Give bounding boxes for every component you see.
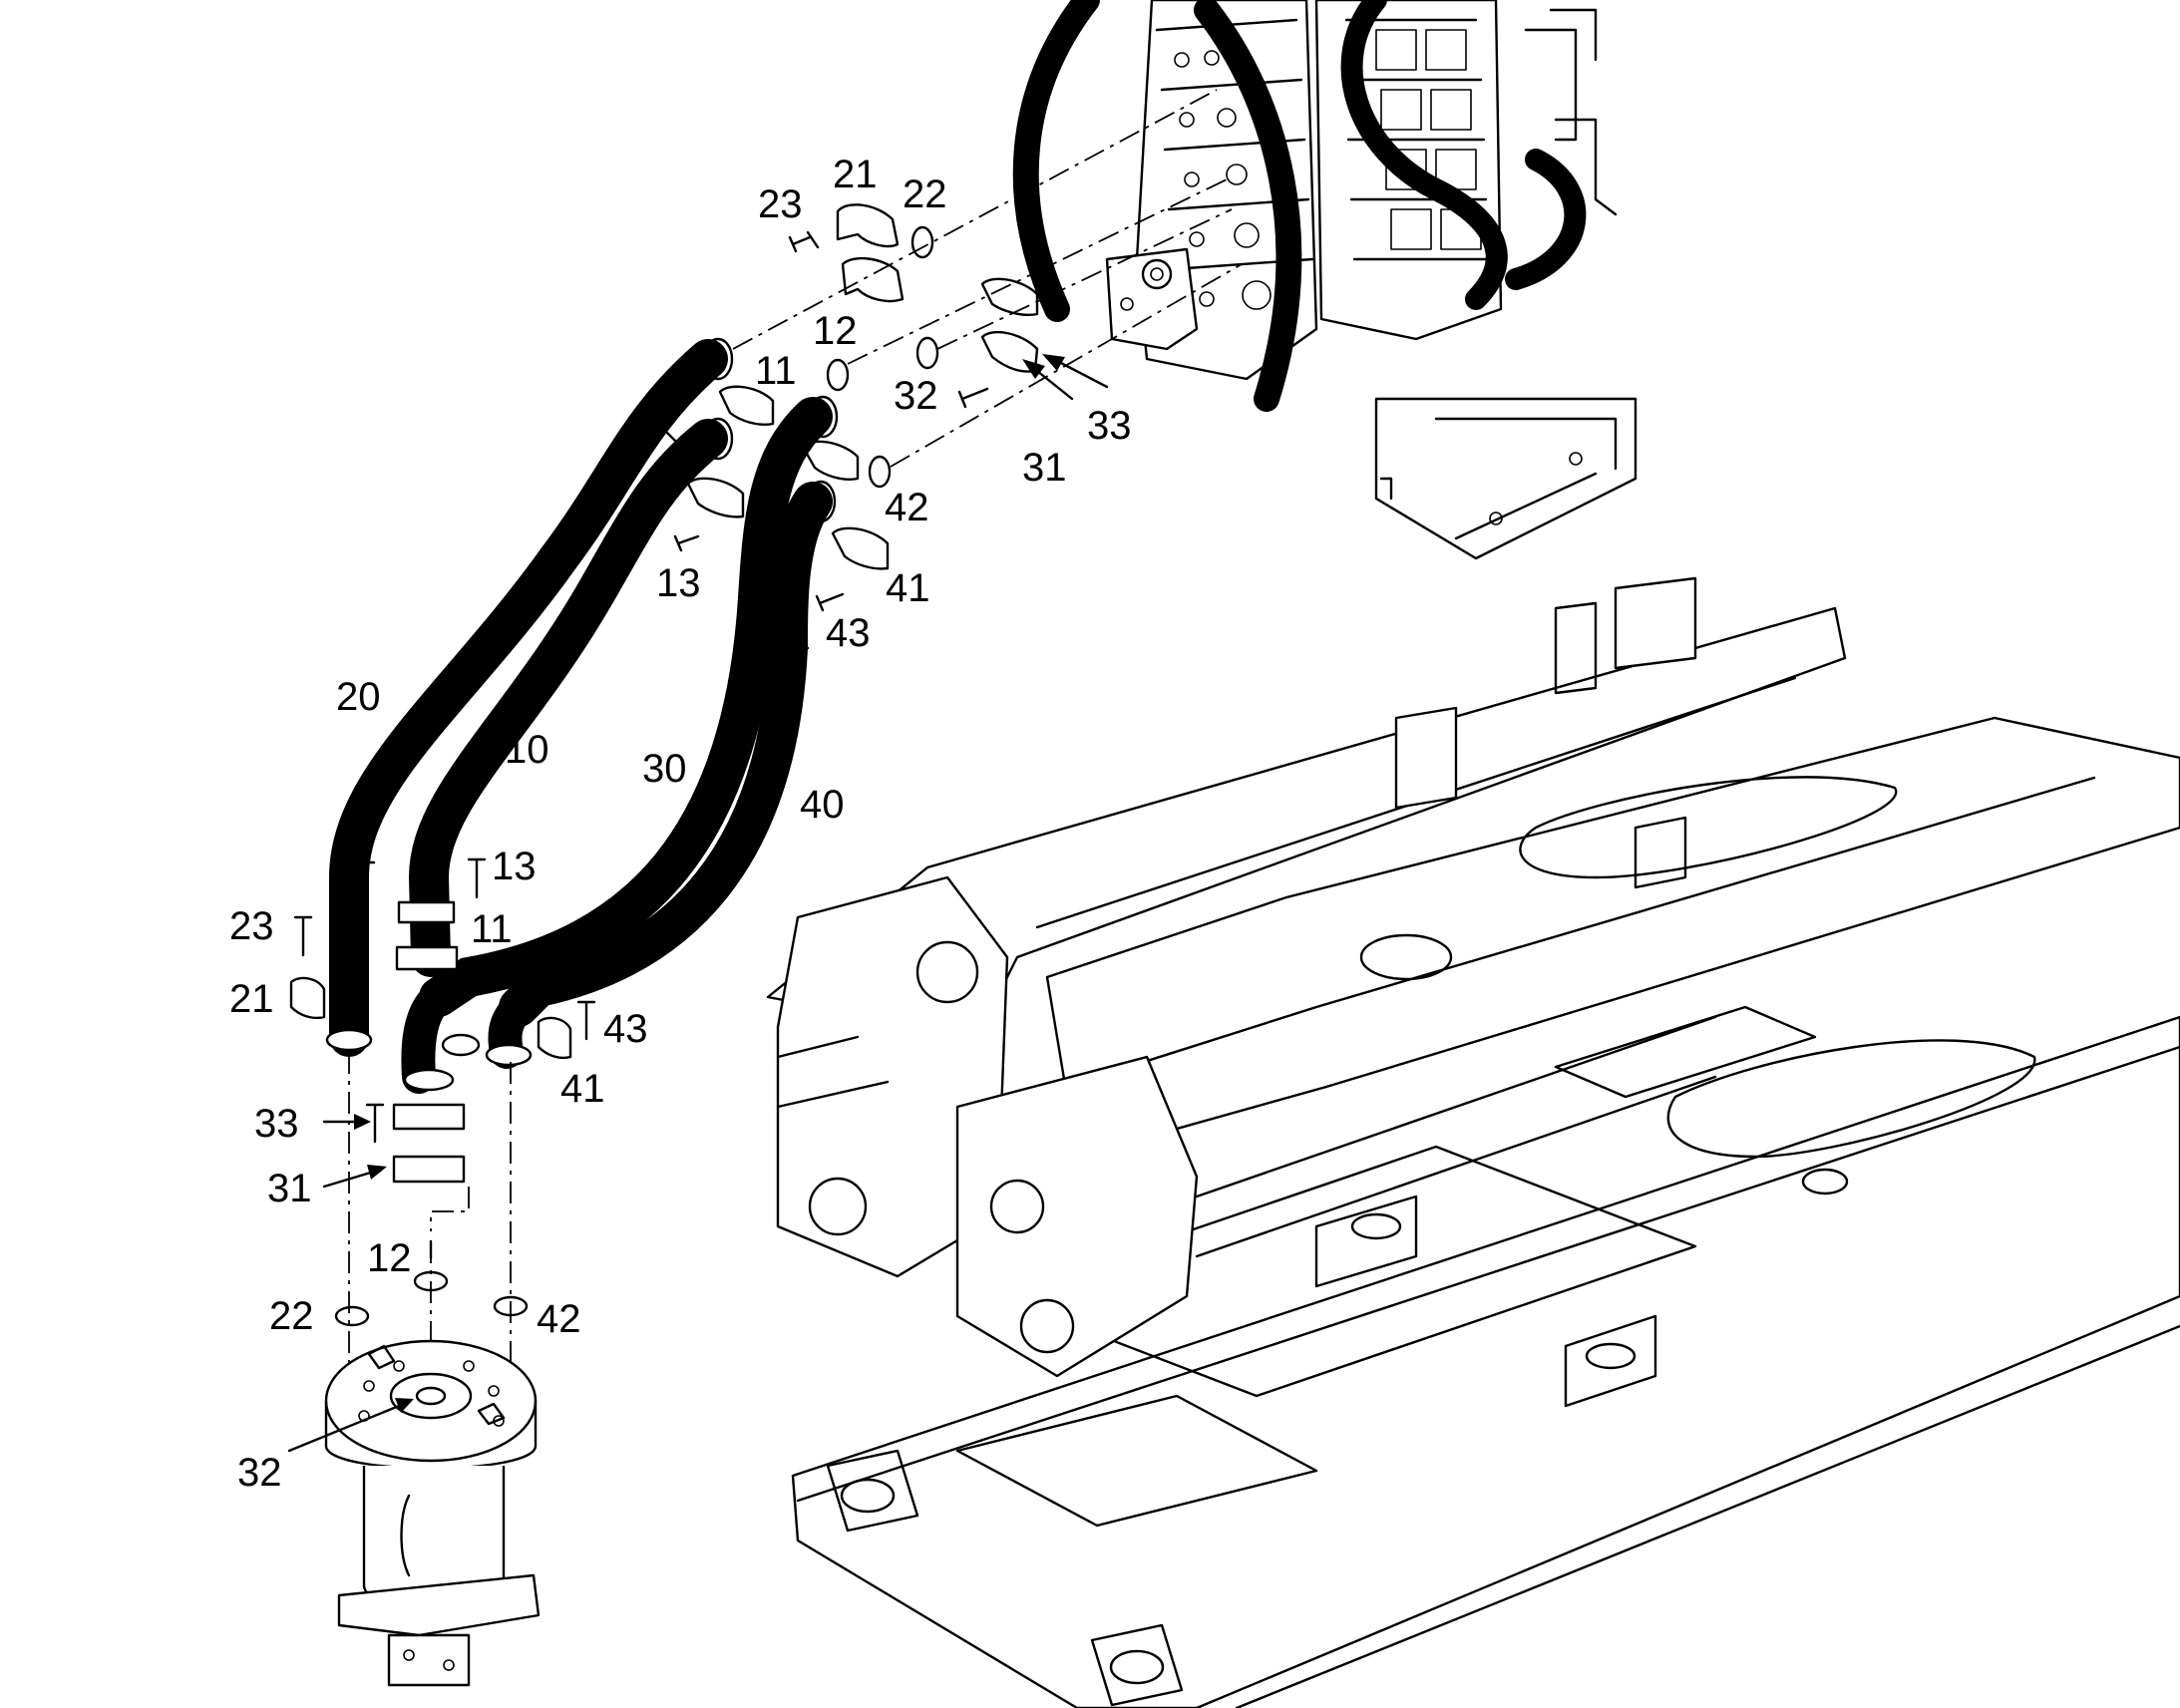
callout-11-upper: 11: [755, 349, 797, 393]
control-valve-assembly: [1012, 0, 1637, 560]
o-ring-32-upper: [915, 336, 939, 370]
callout-41-upper: 41: [886, 566, 930, 610]
callout-12-upper: 12: [813, 309, 858, 353]
split-flange-41-top: [801, 440, 860, 481]
callout-21-upper: 21: [833, 153, 878, 196]
callout-42-lower: 42: [537, 1297, 581, 1341]
o-ring-12-upper: [826, 358, 850, 392]
callout-13-upper: 13: [656, 561, 701, 605]
callout-12-lower: 12: [367, 1236, 412, 1280]
split-flange-21-bottom: [841, 256, 905, 303]
split-flange-11-top: [718, 385, 775, 426]
split-flange-41-lower: [537, 1016, 572, 1060]
callout-22-lower: 22: [269, 1294, 314, 1338]
callout-21-lower: 21: [229, 977, 274, 1021]
undercarriage-frame: [766, 576, 2180, 1708]
split-flange-31-bottom: [980, 330, 1039, 373]
split-flange-11-lower-b: [395, 945, 459, 971]
bolts-upper: [673, 230, 989, 612]
split-flange-31-top: [980, 277, 1039, 316]
split-flange-11-lower-a: [397, 900, 456, 924]
callout-33-upper: 33: [1087, 404, 1132, 448]
callout-43-upper: 43: [826, 611, 871, 655]
callout-43-lower: 43: [603, 1007, 648, 1051]
o-ring-22-upper: [910, 225, 934, 259]
callout-23-upper: 23: [758, 182, 803, 226]
callout-40-hose: 40: [800, 783, 845, 827]
split-flange-31-lower-b: [392, 1155, 466, 1184]
split-flange-21-lower: [289, 976, 326, 1020]
callout-11-lower: 11: [471, 907, 513, 951]
split-flange-41-bottom: [831, 526, 890, 570]
callout-32-lower: 32: [237, 1451, 282, 1495]
callout-10-hose: 10: [505, 728, 549, 772]
o-ring-22-lower: [334, 1305, 370, 1327]
split-flange-31-lower-a: [392, 1103, 466, 1131]
callout-42-upper: 42: [885, 486, 929, 529]
lower-fittings: [289, 857, 596, 1396]
split-flange-21-top: [836, 203, 900, 248]
split-flange-11-bottom: [686, 477, 745, 518]
o-ring-42-upper: [868, 455, 892, 489]
callout-41-lower: 41: [560, 1067, 605, 1111]
swivel-joint: [324, 1339, 541, 1687]
callout-31-lower: 31: [267, 1167, 312, 1210]
callout-labels: 23 21 22 12 11 32 33 31 42 13 41 43 20 1…: [229, 153, 1132, 1495]
callout-31-upper: 31: [1022, 446, 1067, 490]
upper-fittings: [673, 203, 1039, 612]
callout-13-lower: 13: [492, 845, 537, 888]
hydraulic-hoses: [325, 339, 833, 1094]
callout-30-hose: 30: [642, 747, 687, 791]
callout-20-hose: 20: [336, 675, 381, 719]
callout-23-lower: 23: [229, 904, 274, 948]
leader-arrows: [287, 354, 1109, 1453]
callout-22-upper: 22: [903, 172, 947, 216]
callout-32-upper: 32: [894, 374, 938, 418]
callout-33-lower: 33: [254, 1102, 299, 1146]
